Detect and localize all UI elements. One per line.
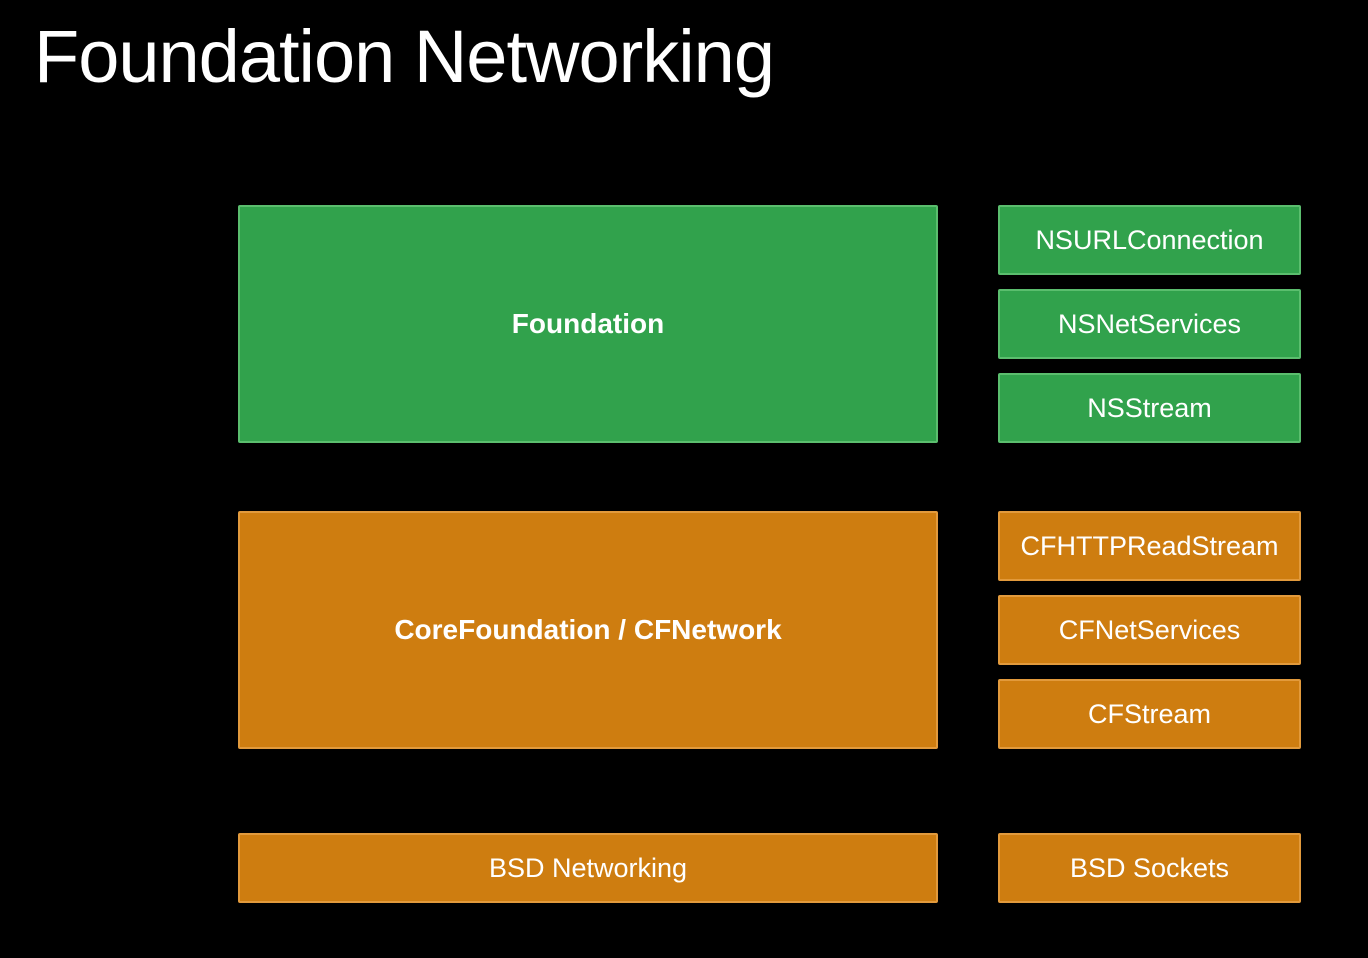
bsd-side-column: BSD Sockets: [998, 833, 1301, 903]
bsd-networking-label: BSD Networking: [488, 852, 688, 883]
nsurlconnection-label: NSURLConnection: [1035, 224, 1264, 255]
foundation-side-column: NSURLConnection NSNetServices NSStream: [998, 205, 1301, 443]
bsd-layer: BSD Networking BSD Sockets: [238, 833, 1301, 903]
foundation-box-label: Foundation: [511, 308, 665, 339]
cfstream-box: CFStream: [998, 679, 1301, 749]
cfnetservices-box: CFNetServices: [998, 595, 1301, 665]
corefoundation-side-column: CFHTTPReadStream CFNetServices CFStream: [998, 511, 1301, 749]
foundation-layer: Foundation NSURLConnection NSNetServices…: [238, 205, 1301, 443]
slide-title: Foundation Networking: [34, 15, 775, 98]
corefoundation-cfnetwork-box: CoreFoundation / CFNetwork: [238, 511, 938, 749]
bsd-sockets-label: BSD Sockets: [1069, 852, 1230, 883]
cfhttpreadstream-label: CFHTTPReadStream: [1020, 530, 1279, 561]
nsstream-box: NSStream: [998, 373, 1301, 443]
corefoundation-cfnetwork-label: CoreFoundation / CFNetwork: [394, 614, 782, 645]
nsnetservices-label: NSNetServices: [1057, 308, 1242, 339]
nsnetservices-box: NSNetServices: [998, 289, 1301, 359]
cfstream-label: CFStream: [1087, 698, 1212, 729]
corefoundation-layer: CoreFoundation / CFNetwork CFHTTPReadStr…: [238, 511, 1301, 749]
bsd-networking-box: BSD Networking: [238, 833, 938, 903]
nsurlconnection-box: NSURLConnection: [998, 205, 1301, 275]
cfhttpreadstream-box: CFHTTPReadStream: [998, 511, 1301, 581]
nsstream-label: NSStream: [1087, 392, 1212, 423]
cfnetservices-label: CFNetServices: [1058, 614, 1241, 645]
foundation-box: Foundation: [238, 205, 938, 443]
bsd-sockets-box: BSD Sockets: [998, 833, 1301, 903]
